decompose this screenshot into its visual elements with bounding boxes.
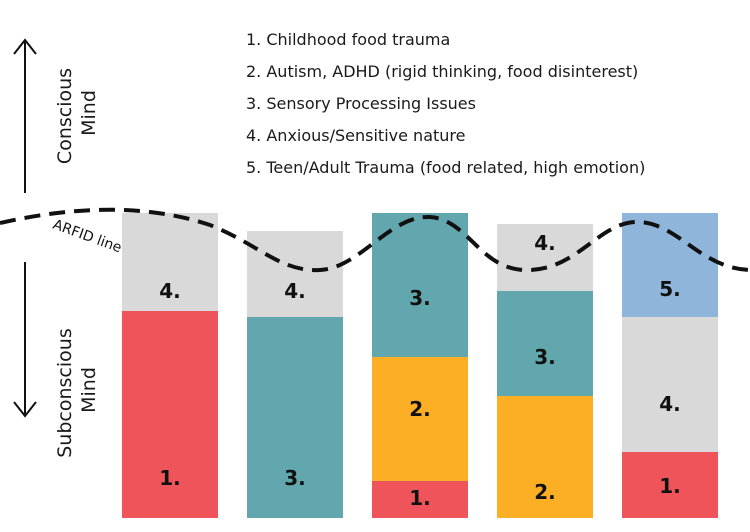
legend-item-1: 1. Childhood food trauma [246, 30, 450, 49]
column-3-segment-3 [372, 481, 468, 518]
column-4-segment-3-label: 2. [534, 480, 556, 504]
column-1-segment-1 [122, 213, 218, 311]
arfid-line-label: ARFID line [51, 217, 124, 257]
column-5-segment-2 [622, 317, 718, 452]
column-2-segment-1 [247, 231, 343, 317]
column-1-segment-1-label: 4. [159, 279, 181, 303]
column-4-segment-3 [497, 396, 593, 518]
conscious-mind-label: Conscious Mind [54, 62, 100, 164]
column-4-segment-2 [497, 291, 593, 396]
column-3-segment-2 [372, 357, 468, 481]
column-5-segment-1-label: 5. [659, 277, 681, 301]
column-5-segment-3-label: 1. [659, 474, 681, 498]
conscious-label-line-1: Conscious [54, 68, 76, 164]
legend-item-3: 3. Sensory Processing Issues [246, 94, 476, 113]
column-2-segment-2-label: 3. [284, 466, 306, 490]
subconscious-mind-label: Subconscious Mind [54, 322, 100, 458]
column-1-segment-2-label: 1. [159, 466, 181, 490]
column-5-segment-2-label: 4. [659, 392, 681, 416]
column-4: 4. 3. 2. [497, 224, 593, 518]
subconscious-arrow-icon [13, 262, 37, 418]
legend-item-4: 4. Anxious/Sensitive nature [246, 126, 465, 145]
column-5: 5. 4. 1. [622, 213, 718, 518]
column-3-segment-3-label: 1. [409, 486, 431, 510]
column-1: 4. 1. [122, 213, 218, 518]
subconscious-label-line-1: Subconscious [54, 328, 76, 457]
column-3-segment-2-label: 2. [409, 397, 431, 421]
column-3-segment-1-label: 3. [409, 286, 431, 310]
column-2: 4. 3. [247, 231, 343, 518]
legend: 1. Childhood food trauma 2. Autism, ADHD… [246, 30, 645, 177]
column-3: 3. 2. 1. [372, 213, 468, 518]
conscious-label-line-2: Mind [78, 90, 100, 136]
column-4-segment-1 [497, 224, 593, 291]
legend-item-2: 2. Autism, ADHD (rigid thinking, food di… [246, 62, 638, 81]
column-4-segment-2-label: 3. [534, 345, 556, 369]
legend-item-5: 5. Teen/Adult Trauma (food related, high… [246, 158, 645, 177]
column-2-segment-1-label: 4. [284, 279, 306, 303]
column-5-segment-1 [622, 213, 718, 317]
column-5-segment-3 [622, 452, 718, 518]
column-4-segment-1-label: 4. [534, 231, 556, 255]
column-1-segment-2 [122, 311, 218, 518]
column-2-segment-2 [247, 317, 343, 518]
subconscious-label-line-2: Mind [78, 367, 100, 413]
conscious-arrow-icon [13, 38, 37, 193]
column-3-segment-1 [372, 213, 468, 357]
arfid-dashed-wave [0, 207, 750, 273]
columns: 4. 1. 4. 3. 3. 2. 1. 4. 3. 2. 5. 4. 1. [122, 213, 718, 518]
